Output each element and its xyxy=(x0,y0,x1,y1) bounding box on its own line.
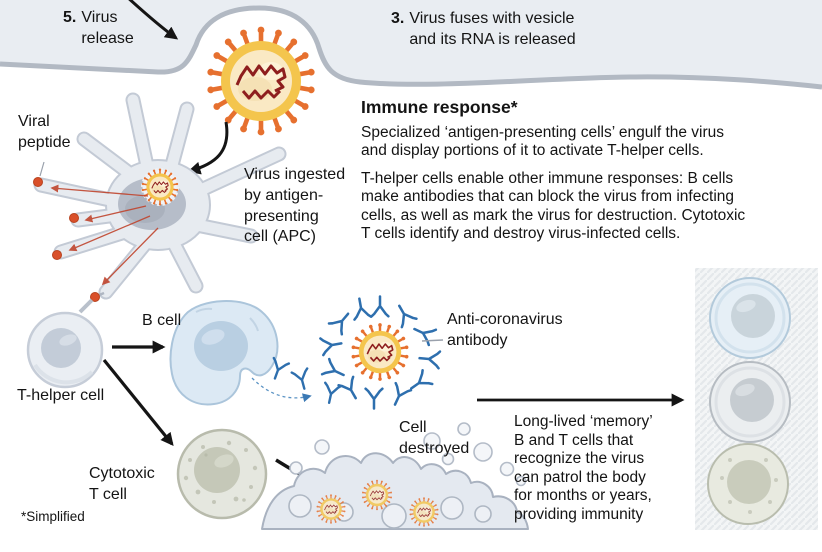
arrow-to-cytotoxic-icon xyxy=(102,358,174,447)
label-footnote-simplified: *Simplified xyxy=(21,509,85,524)
step-5-virus-release: 5. Virus release xyxy=(63,7,134,49)
immune-response-paragraph-2: T-helper cells enable other immune respo… xyxy=(361,170,746,242)
label-cytotoxic-t-cell: Cytotoxic T cell xyxy=(89,465,155,503)
label-t-helper-cell: T-helper cell xyxy=(17,387,105,404)
cell-membrane xyxy=(0,0,822,90)
memory-cells-panel xyxy=(695,268,818,530)
cytotoxic-t-cell-icon xyxy=(176,428,268,520)
immune-response-heading: Immune response* xyxy=(361,97,518,117)
peptide-transport-arrows-icon xyxy=(50,184,159,286)
step-3-virus-fuses: 3. Virus fuses with vesicle and its RNA … xyxy=(391,8,576,50)
memory-t-cell-icon xyxy=(709,361,791,443)
immune-response-block: Immune response* Specialized ‘antigen-pr… xyxy=(361,97,813,253)
destroyed-cell-icon xyxy=(261,422,529,530)
viral-peptide-pointer-line xyxy=(39,161,45,177)
t-helper-cell-icon xyxy=(26,298,104,389)
antibody-label-pointer-line xyxy=(421,339,444,342)
coronavirus-icon xyxy=(207,27,315,136)
memory-b-cell-icon xyxy=(709,277,791,359)
antibody-secretion-path-icon xyxy=(251,377,312,403)
memory-cytotoxic-cell-icon xyxy=(707,443,789,525)
antibody-coated-virus-icon xyxy=(350,321,410,383)
label-memory-note: Long-lived ‘memory’ B and T cells that r… xyxy=(514,413,653,523)
step-3-number: 3. xyxy=(391,10,405,27)
antibody-icons xyxy=(266,356,343,406)
b-cell-icon xyxy=(169,300,279,406)
step-3-label: Virus fuses with vesicle and its RNA is … xyxy=(409,10,576,49)
label-anti-coronavirus-antibody: Anti-coronavirus antibody xyxy=(447,311,563,349)
label-viral-peptide: Viral peptide xyxy=(18,113,71,151)
label-virus-ingested: Virus ingested by antigen- presenting ce… xyxy=(244,166,346,246)
arrow-virus-to-apc-icon xyxy=(187,121,229,175)
label-cell-destroyed: Cell destroyed xyxy=(399,419,470,457)
virus-release-arrow-icon xyxy=(128,0,179,40)
viral-peptide-dots-icon xyxy=(33,177,105,302)
step-5-number: 5. xyxy=(63,9,77,26)
label-b-cell: B cell xyxy=(142,312,182,329)
step-5-label: Virus release xyxy=(81,9,134,48)
immune-response-paragraph-1: Specialized ‘antigen-presenting cells’ e… xyxy=(361,124,725,160)
